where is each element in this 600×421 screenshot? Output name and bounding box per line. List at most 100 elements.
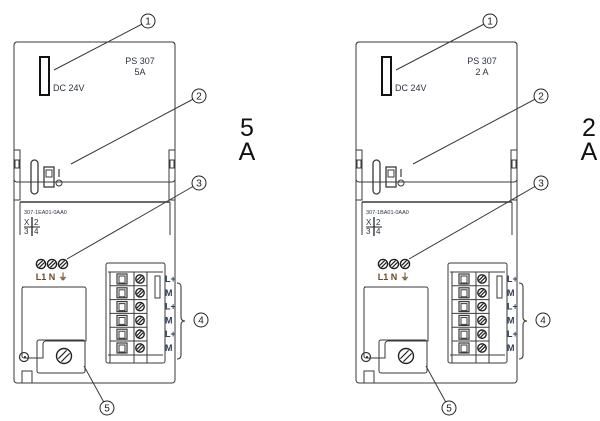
callout-leader-line xyxy=(53,20,149,71)
spring-clamp xyxy=(116,342,128,354)
callout-2: 2 xyxy=(70,88,207,165)
output-terminal-block xyxy=(105,262,166,364)
screw-slot xyxy=(480,318,486,324)
bottom-notch xyxy=(363,370,375,384)
callout-circle xyxy=(191,88,207,104)
screw-slot xyxy=(402,261,409,268)
side-label-number: 5 xyxy=(240,114,254,142)
slot-marker-3: 3 xyxy=(366,227,371,236)
screw-slot xyxy=(401,260,408,267)
spring-clamp-inner xyxy=(460,344,468,353)
housing-outline xyxy=(355,41,518,384)
screw-slot xyxy=(136,303,142,309)
screw-slot xyxy=(138,290,144,297)
rail-clip xyxy=(14,159,20,169)
side-rail-left xyxy=(13,149,21,201)
screw-slot xyxy=(48,260,55,267)
power-switch-icon xyxy=(43,166,63,188)
terminal-screw-icon xyxy=(35,258,47,270)
callout-1: 1 xyxy=(395,13,498,71)
test-socket-dot xyxy=(24,356,26,358)
callout-number: 1 xyxy=(145,17,151,28)
callout-number: 4 xyxy=(198,316,204,327)
test-socket-icon xyxy=(18,351,30,363)
terminal-screw-icon xyxy=(135,301,145,312)
callout-number: 3 xyxy=(196,179,202,190)
slot-marker-2: 2 xyxy=(376,218,381,227)
terminal-screw-icon xyxy=(399,258,411,270)
terminal-screw-icon xyxy=(46,258,58,270)
side-label-unit: A xyxy=(239,138,256,166)
terminal-label-l1: L1 xyxy=(36,272,47,282)
screw-slot xyxy=(136,316,142,323)
switch-lever xyxy=(45,169,53,178)
fuse-knob-icon xyxy=(55,347,73,365)
screw-slot xyxy=(138,318,144,324)
output-terminal-label: L+ xyxy=(165,274,176,284)
screw-slot xyxy=(136,289,142,295)
screw-slot xyxy=(478,316,484,323)
terminal-screw-icon xyxy=(477,274,487,284)
callout-5: 5 xyxy=(425,365,457,416)
screw-head xyxy=(46,258,58,270)
callout-3: 3 xyxy=(66,175,207,260)
callout-2: 2 xyxy=(412,88,549,165)
side-rail-right xyxy=(168,149,176,201)
screw-slot xyxy=(136,344,142,350)
screw-head xyxy=(477,274,487,284)
callout-5: 5 xyxy=(83,365,115,416)
voltage-label: DC 24V xyxy=(395,83,427,93)
led-indicator-window xyxy=(381,56,392,96)
switch-body xyxy=(385,166,397,188)
screw-slot xyxy=(138,277,144,283)
side-label-unit: A xyxy=(581,138,598,166)
screw-head xyxy=(399,258,411,270)
callout-circle xyxy=(535,312,551,328)
callout-number: 4 xyxy=(540,316,546,327)
screw-slot xyxy=(38,261,45,268)
spring-clamp xyxy=(458,328,470,340)
screw-head xyxy=(135,315,145,326)
terminal-cover xyxy=(21,286,87,359)
terminal-screw-icon xyxy=(135,343,145,353)
spring-clamp-inner xyxy=(460,316,468,325)
screw-slot xyxy=(390,260,397,267)
screw-slot xyxy=(57,349,68,360)
screw-slot xyxy=(478,303,484,309)
rail-clip xyxy=(356,159,362,169)
screw-slot xyxy=(59,260,66,267)
callout-circle xyxy=(533,175,549,191)
output-terminal-label: M xyxy=(507,288,515,298)
callout-leader-line xyxy=(66,182,200,260)
callout-circle xyxy=(441,400,457,416)
callout-leader-line xyxy=(408,182,542,260)
screw-slot xyxy=(136,275,142,281)
spring-clamp-inner xyxy=(460,303,468,312)
callout-number: 5 xyxy=(104,404,110,415)
block-latch xyxy=(154,275,161,299)
output-terminal-labels: L+ML+ML+M xyxy=(507,274,518,353)
callout-circle xyxy=(193,312,209,328)
screw-slot xyxy=(480,290,486,297)
switch-lever xyxy=(387,169,395,178)
screw-head xyxy=(135,274,145,284)
output-terminal-label: M xyxy=(507,315,515,325)
block-latch xyxy=(496,275,503,299)
slot-marker-3: 3 xyxy=(24,227,29,236)
screw-slot xyxy=(380,261,387,268)
slot-marker-x: X xyxy=(24,218,30,227)
screw-slot xyxy=(138,332,144,338)
spring-clamp xyxy=(458,273,470,285)
callout-number: 2 xyxy=(538,92,544,103)
screw-slot xyxy=(391,261,398,268)
screw-slot xyxy=(49,261,56,268)
screw-slot xyxy=(480,277,486,283)
screw-slot xyxy=(37,260,44,267)
power-switch-icon xyxy=(385,166,405,188)
callout-circle xyxy=(533,88,549,104)
screw-head xyxy=(477,329,487,340)
terminal-block-frame xyxy=(105,262,166,364)
output-terminal-label: M xyxy=(165,315,173,325)
screw-head xyxy=(35,258,47,270)
